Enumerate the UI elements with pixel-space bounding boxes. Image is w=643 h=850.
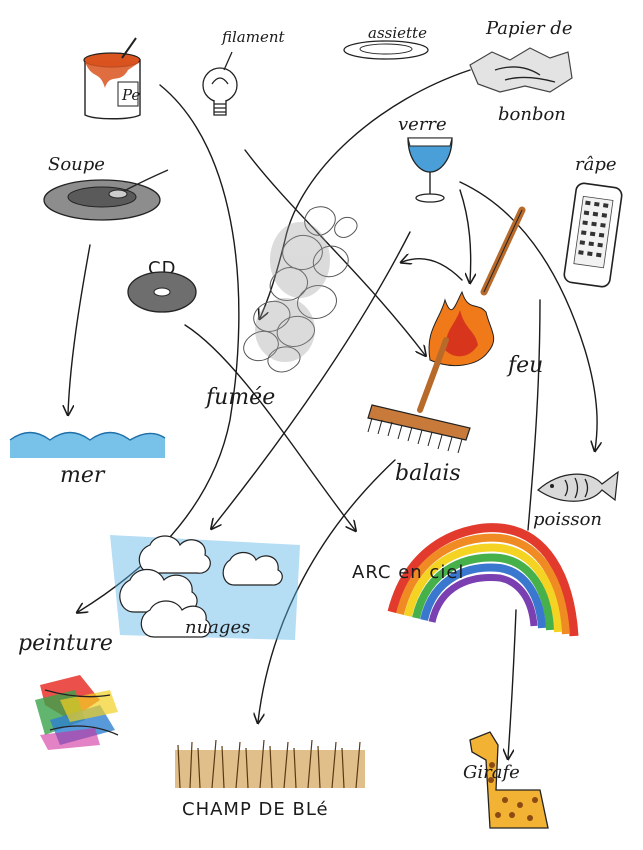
arrow-fumee-to-nuages — [212, 231, 411, 528]
rainbow-icon: ARC en ciel — [352, 523, 579, 637]
arrow-verre-to-poisson — [459, 181, 597, 450]
sea-waves-icon: mer — [9, 431, 166, 488]
paint-can-label: Pe — [121, 86, 140, 104]
wine-glass-icon: verre — [398, 114, 453, 203]
arrow-feu-to-fumee — [402, 259, 463, 281]
plate-icon: assiette — [343, 24, 429, 60]
fire-icon: feu — [428, 290, 543, 378]
fish-icon: poisson — [533, 470, 619, 530]
arrow-rape-to-arc — [527, 299, 541, 531]
arc-en-ciel-label: ARC en ciel — [352, 562, 464, 583]
giraffe-icon: Girafe — [463, 731, 549, 829]
wheat-field-icon: CHAMP DE BLé — [175, 739, 365, 820]
soup-bowl-icon: Soupe — [43, 154, 169, 221]
paint-can-icon: Pe — [83, 37, 141, 120]
verre-label: verre — [398, 114, 447, 135]
mer-label: mer — [60, 463, 106, 488]
poisson-label: poisson — [533, 509, 602, 530]
feu-label: feu — [506, 353, 543, 378]
cd-disc-icon: CD — [127, 258, 197, 313]
arrow-verre-to-feu — [459, 189, 471, 282]
peinture-label: peinture — [18, 631, 113, 656]
broom-icon: balais — [367, 337, 471, 486]
soupe-label: Soupe — [48, 154, 105, 175]
champ-de-ble-label: CHAMP DE BLé — [182, 799, 329, 820]
candy-wrapper-icon: Papier de bonbon — [469, 18, 573, 125]
papier-label-line1: Papier de — [485, 18, 572, 39]
clouds-icon: nuages — [110, 535, 300, 640]
papier-label-line2: bonbon — [498, 104, 566, 125]
arrow-arc-to-girafe — [508, 609, 517, 758]
grater-icon: râpe — [563, 154, 623, 288]
fumee-label: fumée — [204, 385, 275, 410]
assiette-label: assiette — [368, 24, 427, 42]
arrow-balais-to-champ — [258, 459, 396, 722]
paint-scribble-icon: peinture — [18, 631, 119, 750]
nuages-label: nuages — [185, 617, 250, 638]
light-bulb-icon: filament — [202, 28, 286, 116]
arrow-soup-to-mer — [68, 244, 91, 414]
arrow-papier-to-fumee — [260, 69, 471, 318]
girafe-label: Girafe — [463, 762, 520, 783]
balais-label: balais — [395, 461, 461, 486]
arrow-cd-to-arc — [184, 324, 355, 530]
connection-arrows — [68, 69, 597, 758]
arrow-paint-to-peinture — [78, 84, 240, 612]
arrow-filament-to-feu — [244, 149, 425, 355]
match-stick-icon — [480, 206, 526, 296]
rape-label: râpe — [575, 154, 617, 175]
smoke-icon: fumée — [204, 206, 358, 410]
filament-label: filament — [221, 28, 286, 46]
